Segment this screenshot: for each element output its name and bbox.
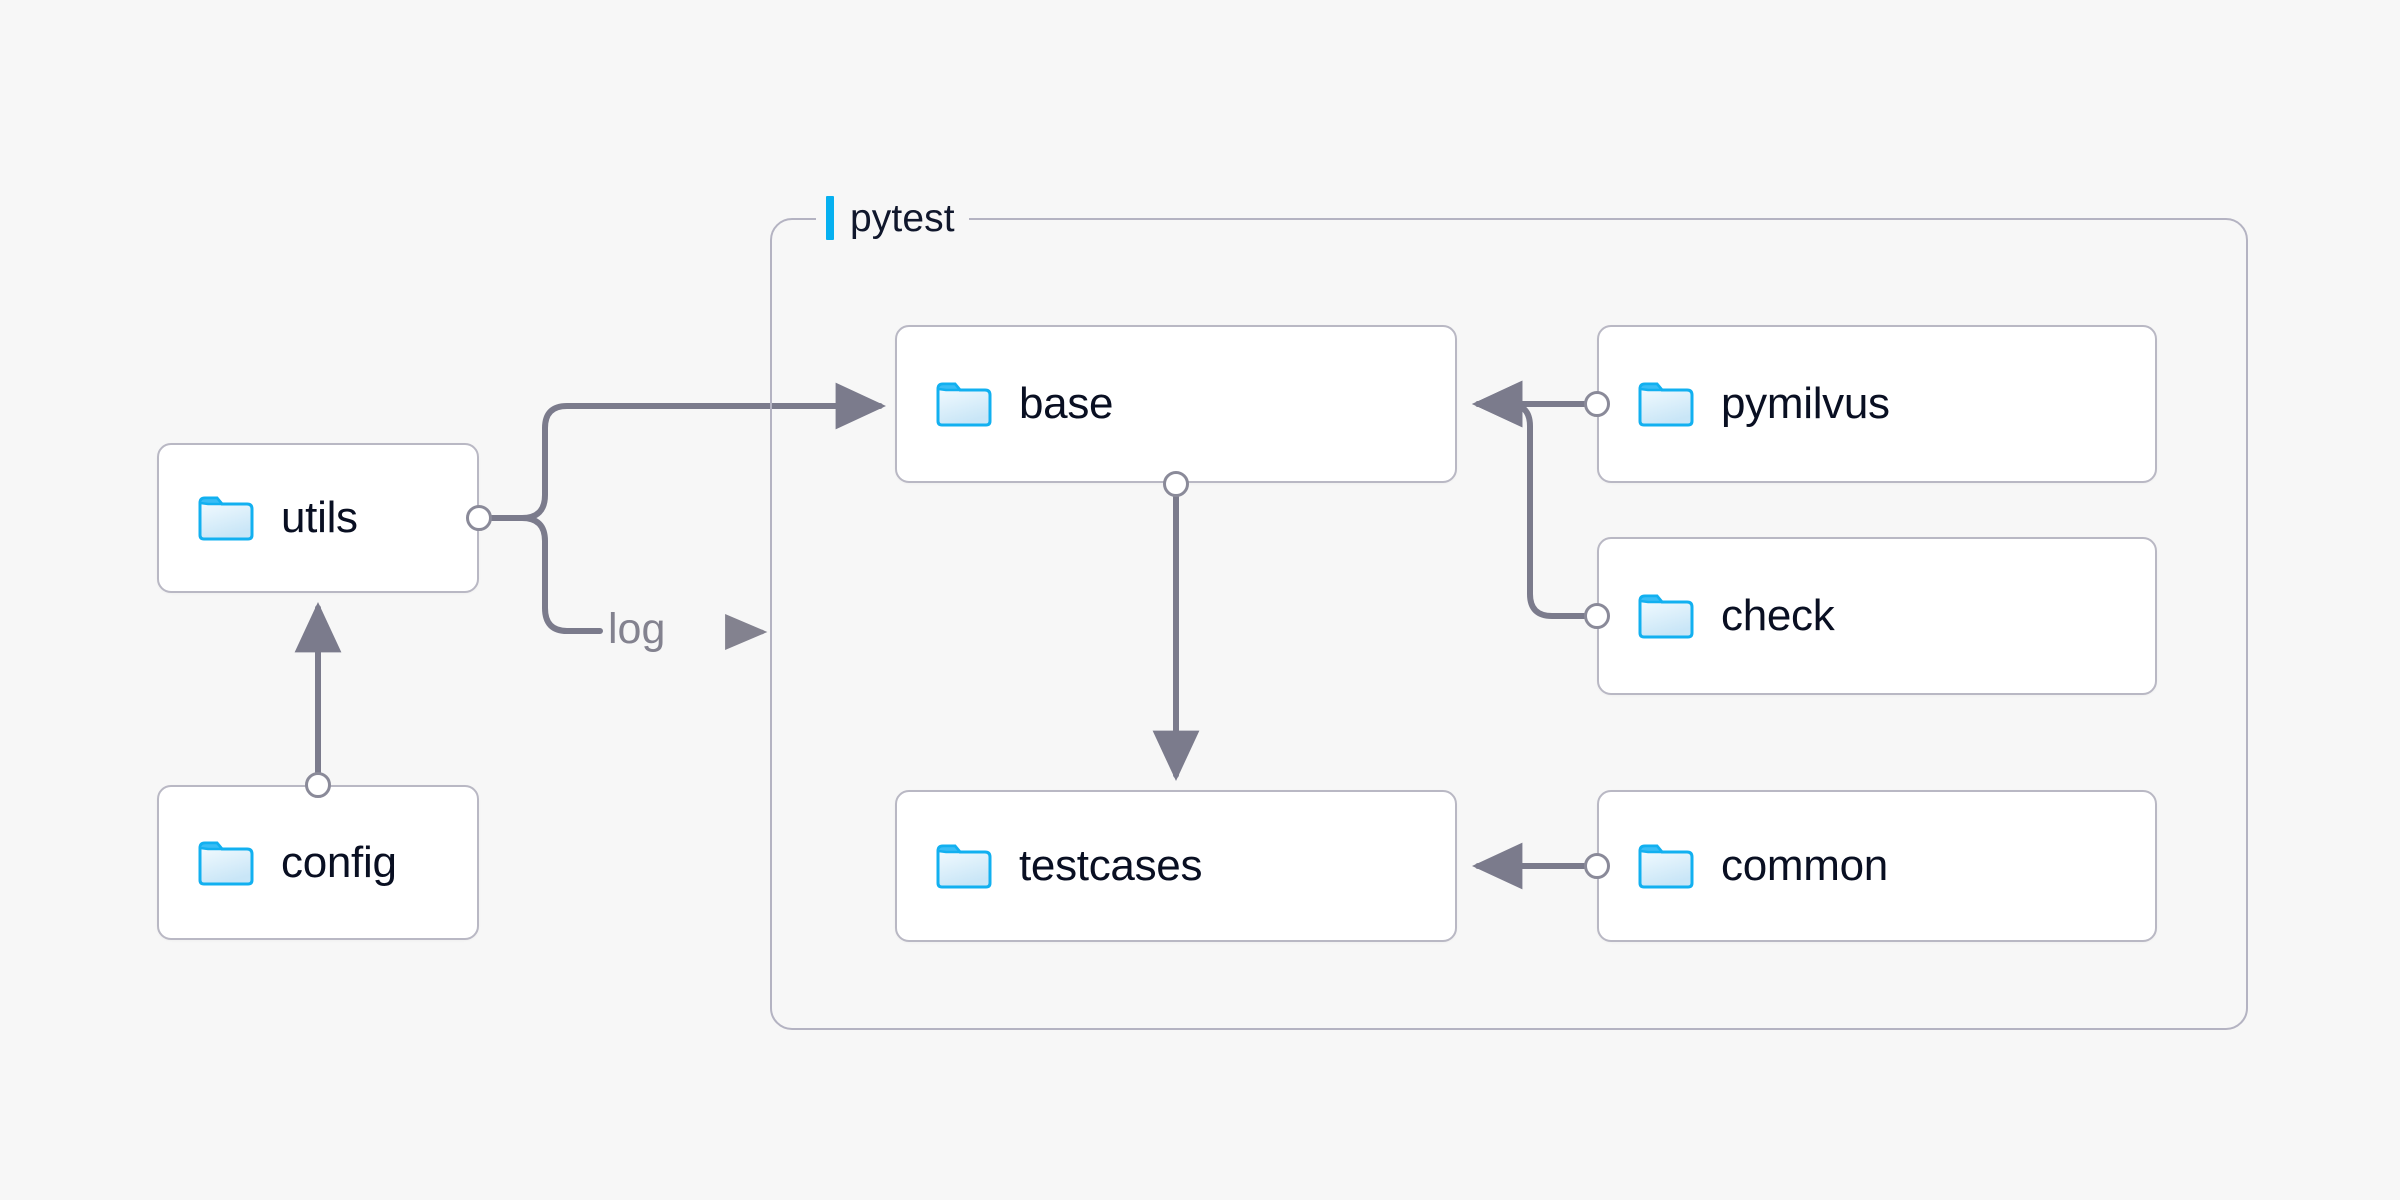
node-base[interactable]: base <box>895 325 1457 483</box>
node-config-content: config <box>159 839 397 887</box>
node-config-label: config <box>281 837 397 887</box>
folder-icon <box>1638 382 1694 427</box>
node-base-label: base <box>1019 379 1114 428</box>
edge-label-log: log <box>608 605 666 653</box>
node-utils[interactable]: utils <box>157 443 479 593</box>
group-container-pytest[interactable] <box>770 218 2248 1030</box>
folder-icon <box>1638 844 1694 889</box>
port-base-bottom[interactable] <box>1163 471 1189 497</box>
port-check-left[interactable] <box>1584 603 1610 629</box>
node-common-content: common <box>1599 842 1888 890</box>
folder-icon <box>1638 594 1694 639</box>
node-check-content: check <box>1599 591 1835 640</box>
node-pymilvus-label: pymilvus <box>1721 379 1890 428</box>
node-config[interactable]: config <box>157 785 479 940</box>
folder-icon <box>936 382 992 427</box>
node-pymilvus-content: pymilvus <box>1599 380 1890 428</box>
node-pymilvus[interactable]: pymilvus <box>1597 325 2157 483</box>
node-base-content: base <box>897 379 1114 428</box>
node-testcases-label: testcases <box>1019 841 1203 890</box>
folder-icon <box>198 496 254 541</box>
node-testcases-content: testcases <box>897 842 1202 890</box>
group-label-pytest[interactable]: pytest <box>816 194 969 242</box>
group-accent-bar-icon <box>826 196 834 240</box>
node-check[interactable]: check <box>1597 537 2157 695</box>
group-label-text: pytest <box>850 196 955 240</box>
node-check-label: check <box>1721 591 1835 640</box>
port-utils-right[interactable] <box>466 505 492 531</box>
node-utils-content: utils <box>159 494 358 542</box>
port-pymilvus-left[interactable] <box>1584 391 1610 417</box>
node-common-label: common <box>1721 841 1888 890</box>
edge-utils-to-log <box>519 515 603 634</box>
folder-icon <box>198 841 254 885</box>
folder-icon <box>936 844 992 889</box>
node-common[interactable]: common <box>1597 790 2157 942</box>
node-testcases[interactable]: testcases <box>895 790 1457 942</box>
port-common-left[interactable] <box>1584 853 1610 879</box>
port-config-top[interactable] <box>305 772 331 798</box>
node-utils-label: utils <box>281 493 358 542</box>
